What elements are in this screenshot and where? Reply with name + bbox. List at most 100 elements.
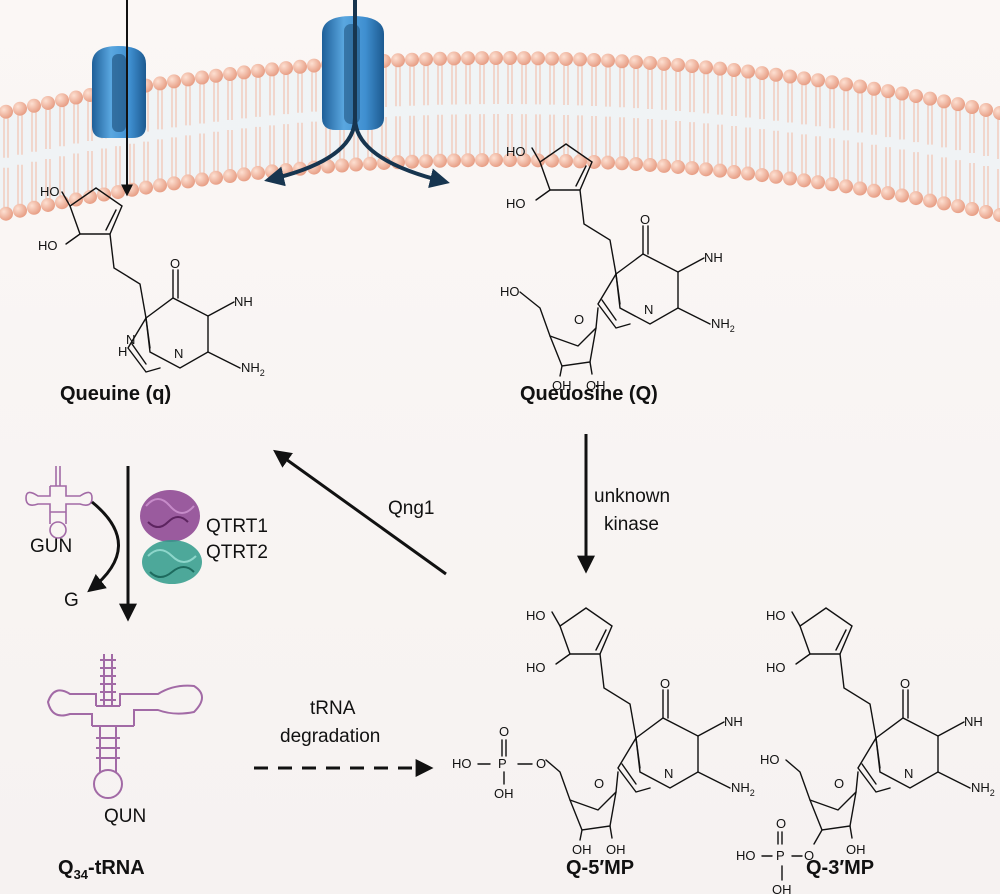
lipid-head-top (391, 53, 405, 68)
lipid-head-bottom (853, 181, 867, 196)
svg-text:HO: HO (766, 660, 786, 675)
trna-gun-icon (25, 466, 93, 539)
lipid-head-top (41, 95, 55, 110)
lipid-head-top (755, 66, 769, 81)
lipid-head-bottom (615, 156, 629, 171)
lipid-head-top (573, 52, 587, 67)
lipid-head-bottom (643, 157, 657, 172)
lipid-head-bottom (839, 179, 853, 194)
lipid-head-bottom (13, 203, 27, 218)
lipid-head-bottom (517, 153, 531, 168)
lipid-head-top (895, 86, 909, 101)
lipid-head-bottom (0, 206, 13, 221)
lipid-head-bottom (979, 204, 993, 219)
lipid-head-top (685, 59, 699, 74)
lipid-head-bottom (545, 153, 559, 168)
svg-text:HO: HO (506, 196, 526, 211)
lipid-head-top (489, 51, 503, 66)
lipid-head-bottom (419, 154, 433, 169)
lipid-head-bottom (895, 188, 909, 203)
trna-qun-icon (46, 654, 203, 799)
q3mp-structure: HO HO O NH N NH2 HO O OH O P O HO OH (736, 607, 995, 894)
lipid-head-bottom (965, 202, 979, 217)
svg-text:HO: HO (766, 608, 786, 623)
lipid-head-top (69, 90, 83, 105)
g-label: G (64, 590, 79, 611)
svg-text:NH2: NH2 (241, 360, 265, 378)
lipid-head-top (237, 65, 251, 80)
svg-text:O: O (804, 848, 814, 863)
svg-text:HO: HO (452, 756, 472, 771)
lipid-head-top (279, 61, 293, 76)
lipid-head-bottom (909, 191, 923, 206)
lipid-head-bottom (461, 153, 475, 168)
lipid-head-top (447, 51, 461, 66)
lipid-head-top (265, 62, 279, 77)
lipid-head-top (993, 106, 1000, 120)
lipid-head-top (531, 51, 545, 66)
lipid-head-bottom (713, 163, 727, 178)
svg-text:NH: NH (234, 294, 253, 309)
svg-text:HO: HO (760, 752, 780, 767)
svg-text:HO: HO (500, 284, 520, 299)
lipid-head-bottom (223, 169, 237, 184)
lipid-head-top (251, 63, 265, 78)
lipid-head-bottom (41, 197, 55, 212)
lipid-head-bottom (251, 165, 265, 180)
lipid-head-top (909, 89, 923, 104)
lipid-head-bottom (825, 177, 839, 192)
lipid-head-top (517, 51, 531, 66)
svg-text:O: O (574, 312, 584, 327)
lipid-head-top (615, 54, 629, 69)
lipid-head-bottom (923, 193, 937, 208)
lipid-head-top (153, 76, 167, 91)
lipid-head-top (27, 98, 41, 113)
lipid-head-bottom (167, 176, 181, 191)
lipid-head-bottom (755, 168, 769, 183)
lipid-head-top (657, 56, 671, 71)
lipid-head-top (937, 94, 951, 109)
svg-text:O: O (499, 724, 509, 739)
svg-text:O: O (536, 756, 546, 771)
lipid-head-bottom (139, 180, 153, 195)
kinase-label-line1: unknown (594, 486, 670, 507)
lipid-head-bottom (783, 171, 797, 186)
lipid-head-top (293, 59, 307, 74)
lipid-head-top (195, 70, 209, 85)
svg-text:P: P (776, 848, 785, 863)
lipid-head-bottom (27, 200, 41, 215)
svg-text:N: N (904, 766, 913, 781)
lipid-head-bottom (699, 162, 713, 177)
gun-label: GUN (30, 536, 72, 557)
svg-text:HO: HO (526, 660, 546, 675)
degradation-label-line2: degradation (280, 726, 380, 747)
guanine-release-arrow (87, 500, 120, 593)
svg-text:N: N (664, 766, 673, 781)
lipid-head-bottom (587, 154, 601, 169)
svg-text:OH: OH (846, 842, 866, 857)
lipid-head-top (209, 68, 223, 83)
lipid-head-top (797, 71, 811, 86)
lipid-head-bottom (335, 158, 349, 173)
lipid-head-top (0, 104, 13, 119)
q3mp-title: Q-3′MP (806, 857, 874, 879)
svg-text:OH: OH (606, 842, 626, 857)
lipid-head-bottom (867, 183, 881, 198)
lipid-head-top (307, 58, 321, 73)
lipid-head-top (503, 51, 517, 66)
lipid-head-bottom (503, 153, 517, 168)
lipid-head-bottom (685, 161, 699, 176)
svg-text:P: P (498, 756, 507, 771)
lipid-head-bottom (531, 153, 545, 168)
lipid-head-top (545, 51, 559, 66)
lipid-head-bottom (811, 175, 825, 190)
lipid-head-bottom (951, 199, 965, 214)
svg-text:OH: OH (772, 882, 792, 894)
svg-text:HO: HO (526, 608, 546, 623)
lipid-head-bottom (881, 186, 895, 201)
lipid-head-top (601, 53, 615, 68)
lipid-head-top (13, 101, 27, 116)
lipid-head-top (461, 51, 475, 66)
lipid-head-bottom (321, 159, 335, 174)
